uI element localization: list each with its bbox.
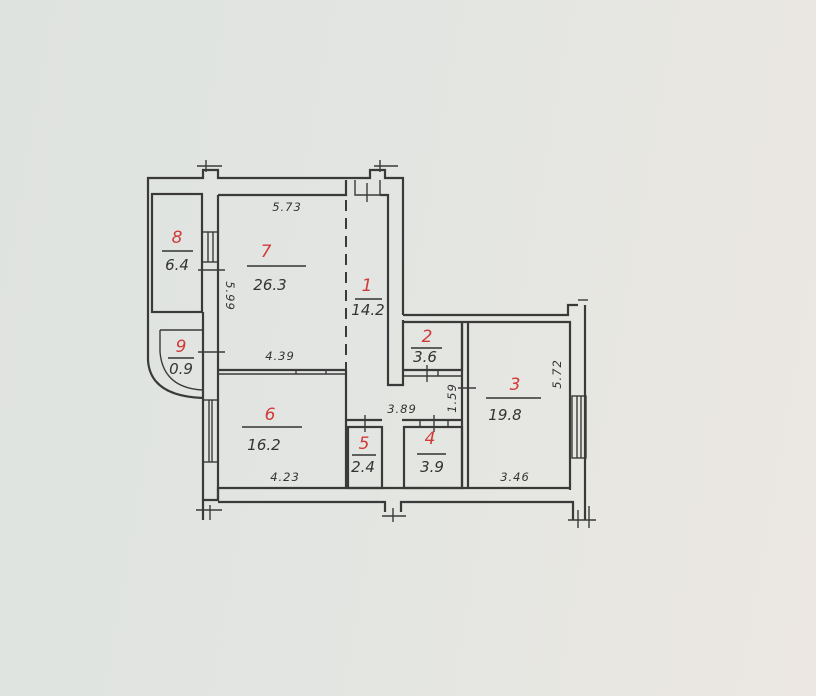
svg-text:6.4: 6.4: [165, 256, 189, 274]
svg-text:3: 3: [510, 375, 521, 395]
svg-text:16.2: 16.2: [247, 436, 280, 454]
svg-text:6: 6: [265, 405, 276, 425]
room-label-7: 7 26.3: [247, 242, 306, 294]
room-label-6: 6 16.2: [242, 405, 302, 454]
dimension-room7-bottom: 4.39: [265, 349, 295, 363]
svg-text:14.2: 14.2: [351, 301, 384, 319]
svg-text:19.8: 19.8: [488, 406, 521, 424]
dimension-room3-height: 5.72: [550, 359, 564, 389]
svg-text:3.6: 3.6: [413, 348, 437, 366]
dimension-corridor: 3.89: [387, 402, 417, 416]
svg-text:3.9: 3.9: [420, 458, 444, 476]
room-label-9: 9 0.9: [168, 337, 194, 378]
dimension-room7-height: 5.99: [223, 281, 237, 311]
dimension-room3-bottom: 3.46: [500, 470, 530, 484]
svg-text:0.9: 0.9: [169, 360, 193, 378]
dimension-room2-side: 1.59: [445, 383, 459, 413]
svg-text:1: 1: [362, 276, 373, 296]
svg-text:26.3: 26.3: [253, 276, 286, 294]
room-label-4: 4 3.9: [417, 429, 446, 476]
svg-text:9: 9: [176, 337, 187, 357]
dimension-room6-bottom: 4.23: [270, 470, 300, 484]
room-label-8: 8 6.4: [162, 228, 193, 274]
room-label-3: 3 19.8: [486, 375, 541, 424]
room-6-walls: [218, 368, 348, 488]
svg-text:7: 7: [261, 242, 272, 262]
room-label-1: 1 14.2: [351, 276, 384, 319]
svg-text:2.4: 2.4: [351, 458, 375, 476]
svg-text:4: 4: [425, 429, 436, 449]
room-label-5: 5 2.4: [351, 434, 376, 476]
svg-text:2: 2: [422, 327, 433, 347]
dimension-room7-width: 5.73: [272, 200, 302, 214]
svg-text:8: 8: [172, 228, 183, 248]
room-8-loggia: [150, 192, 225, 500]
room-label-2: 2 3.6: [411, 327, 442, 366]
room-9-balcony: [146, 326, 225, 463]
svg-text:5: 5: [359, 434, 370, 454]
